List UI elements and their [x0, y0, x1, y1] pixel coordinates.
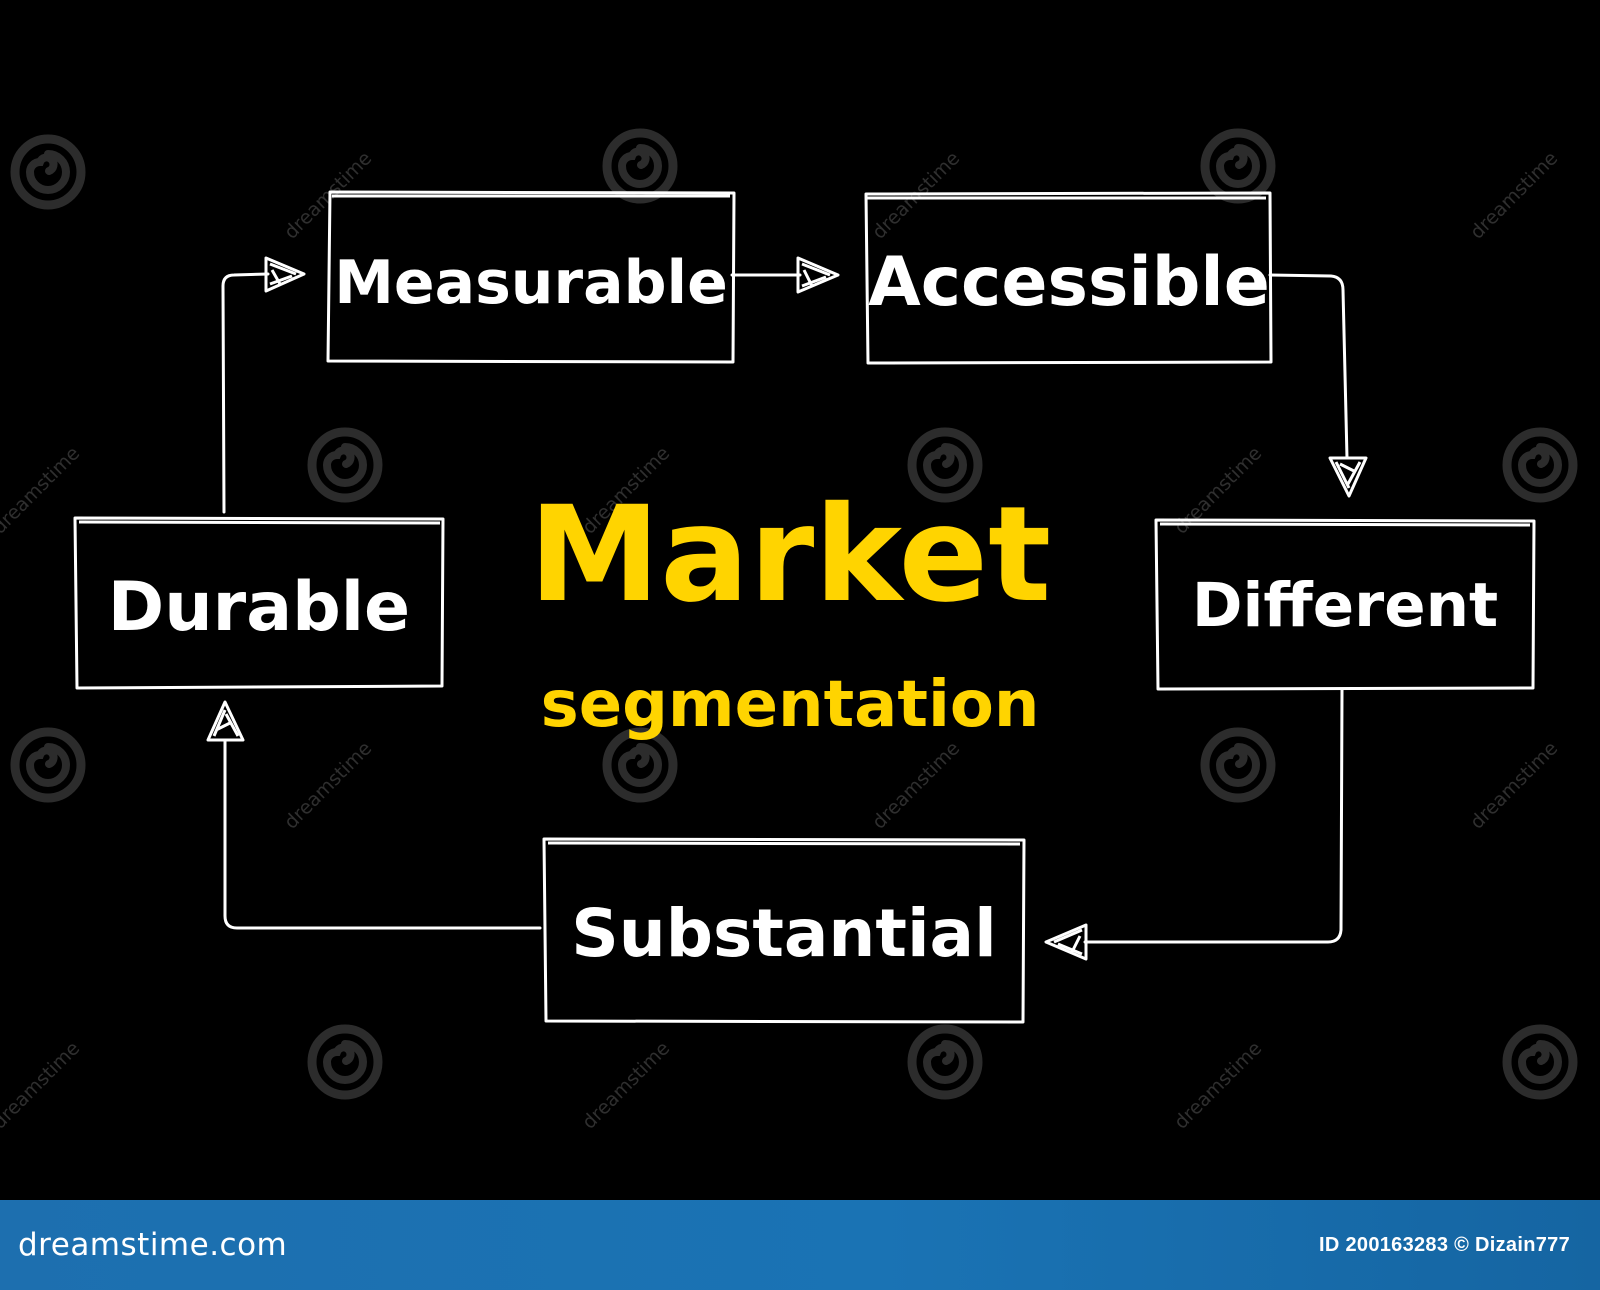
connector-different-to-substantial — [1083, 688, 1344, 944]
watermark-text: dreamstime — [1466, 737, 1562, 833]
node-measurable: Measurable — [334, 248, 728, 318]
node-durable: Durable — [108, 568, 410, 647]
connector-accessible-to-different — [1268, 273, 1349, 460]
node-boxes — [73, 190, 1536, 1024]
connector-durable-to-measurable — [221, 272, 270, 514]
durable-box — [73, 516, 445, 690]
watermark-text: dreamstime — [0, 442, 84, 538]
spiral-logo-icon — [1507, 432, 1573, 498]
spiral-logo-icon — [1205, 732, 1271, 798]
diagram-subtitle: segmentation — [541, 668, 1040, 742]
watermark-text: dreamstime — [578, 1037, 674, 1133]
connector-substantial-to-durable — [223, 738, 542, 930]
stock-footer-bar: dreamstime.com ID 200163283 © Dizain777 — [0, 1200, 1600, 1290]
accessible-box — [864, 191, 1273, 365]
spiral-logo-icon — [312, 432, 378, 498]
different-box — [1154, 518, 1536, 691]
connectors — [221, 272, 1349, 944]
arrowheads — [206, 256, 1368, 961]
arrow-right-icon — [264, 256, 306, 293]
cycle-diagram: dreamstime dreamstime dreamstime dreamst… — [0, 0, 1600, 1134]
spiral-logo-icon — [1205, 133, 1271, 199]
diagram-canvas: dreamstime dreamstime dreamstime dreamst… — [0, 0, 1600, 1134]
diagram-title: Market — [529, 478, 1051, 632]
spiral-logo-icon — [912, 1029, 978, 1095]
measurable-box — [326, 190, 736, 364]
spiral-logo-icon — [15, 139, 81, 205]
watermark-text: dreamstime — [868, 737, 964, 833]
spiral-logo-icon — [607, 133, 673, 199]
arrow-right-icon — [796, 256, 840, 294]
node-different: Different — [1192, 570, 1498, 641]
footer-image-id: ID 200163283 © Dizain777 — [1319, 1233, 1570, 1256]
watermark-text: dreamstime — [1170, 1037, 1266, 1133]
watermark-text: dreamstime — [1466, 147, 1562, 243]
arrow-up-icon — [206, 700, 245, 742]
node-accessible: Accessible — [868, 243, 1270, 322]
watermark-text: dreamstime — [280, 737, 376, 833]
substantial-box — [542, 837, 1026, 1024]
footer-brand[interactable]: dreamstime.com — [18, 1227, 288, 1263]
arrow-left-icon — [1044, 923, 1088, 961]
spiral-logo-icon — [312, 1029, 378, 1095]
spiral-logo-icon — [15, 732, 81, 798]
arrow-down-icon — [1328, 456, 1368, 498]
node-substantial: Substantial — [571, 895, 996, 972]
watermark-text: dreamstime — [0, 1037, 84, 1133]
spiral-logo-icon — [1507, 1029, 1573, 1095]
